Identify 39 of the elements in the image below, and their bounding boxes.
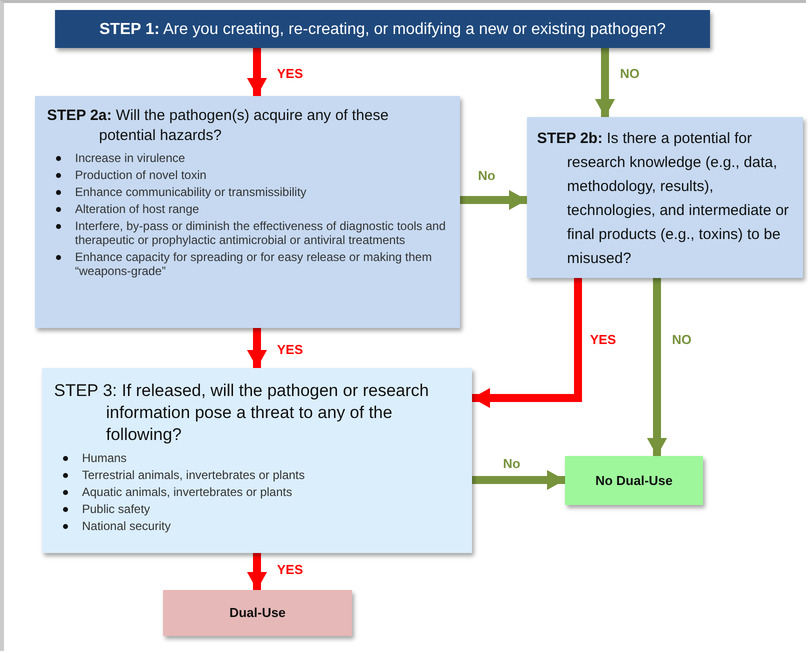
arrow bbox=[460, 190, 527, 210]
edge-label: No bbox=[478, 168, 496, 183]
edge-label: NO bbox=[620, 66, 640, 81]
arrow bbox=[647, 278, 667, 456]
arrow bbox=[595, 48, 615, 117]
bullet-item: Enhance capacity for spreading or for easy release or making them “weapons-grade” bbox=[47, 250, 448, 278]
bullet-item: Interfere, by-pass or diminish the effectiveness of diagnostic tools and therapeutic or prophylactic antimicrobial or antiviral treatments bbox=[47, 219, 448, 247]
edge-label: No bbox=[503, 456, 520, 471]
edge-label: YES bbox=[277, 562, 304, 577]
outcome-box bbox=[163, 590, 352, 636]
question-text: STEP 2b: Is there a potential for research knowledge (e.g., data, methodology, results), technologies, and intermediate or final products (e.g., toxins) to be misused? bbox=[537, 129, 790, 269]
question-text: STEP 1: Are you creating, re-creating, or modifying a new or existing pathogen? bbox=[99, 20, 666, 40]
edge-label: YES bbox=[277, 342, 304, 357]
question-box bbox=[527, 117, 803, 278]
bullet-item: Increase in virulence bbox=[47, 151, 448, 165]
question-text: STEP 3: If released, will the pathogen or research information pose a threat to any of the following? bbox=[54, 380, 430, 446]
bullet-item: Alteration of host range bbox=[47, 202, 448, 216]
question-box bbox=[42, 368, 472, 553]
edge-label: NO bbox=[672, 332, 692, 347]
question-box bbox=[35, 96, 460, 328]
outcome-label: No Dual-Use bbox=[595, 472, 673, 490]
bullet-item: Humans bbox=[54, 451, 460, 465]
arrow bbox=[472, 278, 582, 408]
question-text: STEP 2a: Will the pathogen(s) acquire any of these potential hazards? bbox=[47, 106, 390, 146]
edge-label: YES bbox=[590, 332, 616, 347]
arrow bbox=[247, 553, 267, 590]
outcome-box bbox=[565, 456, 703, 505]
bullet-item: Production of novel toxin bbox=[47, 168, 448, 182]
arrow bbox=[247, 328, 267, 368]
bullet-item: Public safety bbox=[54, 502, 460, 516]
question-banner bbox=[55, 10, 710, 48]
bullet-item: Aquatic animals, invertebrates or plants bbox=[54, 485, 460, 499]
edge-label: YES bbox=[277, 66, 304, 81]
outcome-label: Dual-Use bbox=[229, 604, 286, 622]
bullet-item: Terrestrial animals, invertebrates or plants bbox=[54, 468, 460, 482]
bullet-item: Enhance communicability or transmissibility bbox=[47, 185, 448, 199]
bullet-item: National security bbox=[54, 519, 460, 533]
arrow bbox=[472, 470, 565, 490]
arrow bbox=[247, 48, 267, 96]
